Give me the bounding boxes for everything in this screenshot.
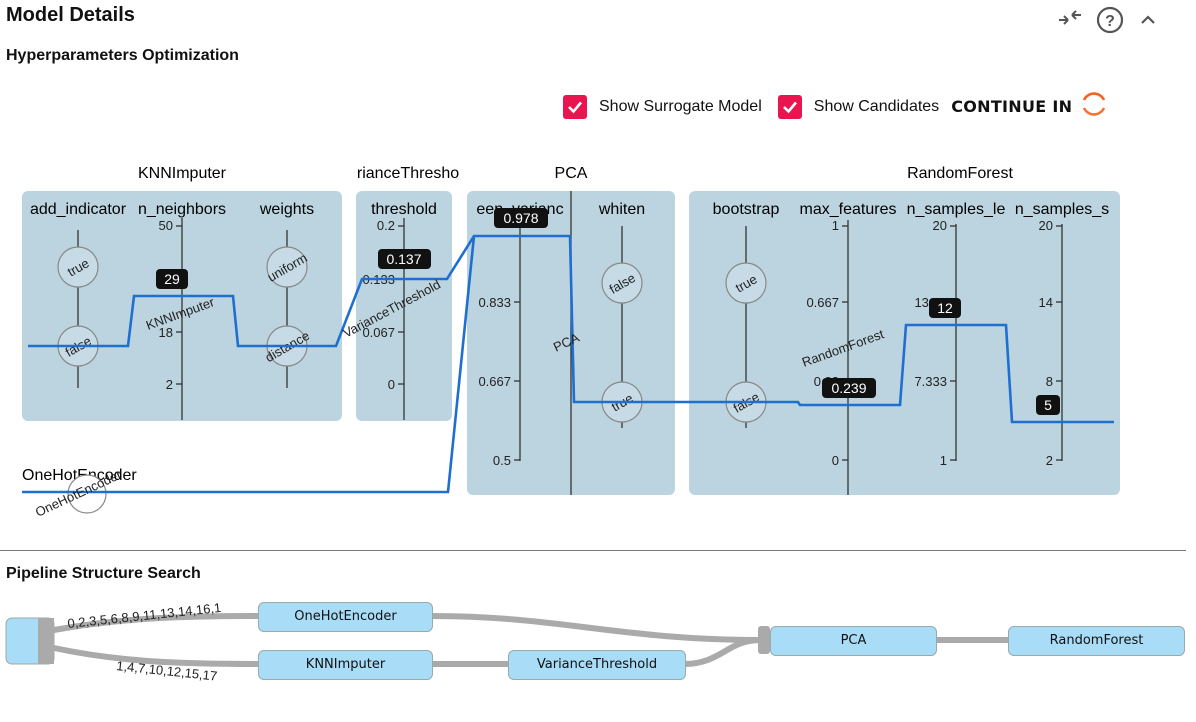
candidates-checkbox[interactable] — [777, 94, 802, 119]
spinner-icon — [1080, 90, 1108, 123]
tick-label: 2 — [166, 377, 173, 392]
axis-title-bootstrap: bootstrap — [713, 201, 780, 218]
section-divider — [0, 550, 1186, 551]
candidate-line[interactable] — [28, 234, 1114, 424]
pipeline-node-onehotencoder[interactable]: OneHotEncoder — [258, 602, 433, 632]
hpo-parallel-plot: KNNImputer rianceThresho PCA RandomFores… — [22, 165, 1120, 520]
svg-text:?: ? — [1105, 13, 1115, 30]
value-badge-max-features: 0.239 — [822, 378, 876, 398]
pipeline-graph: 0,2,3,5,6,8,9,11,13,14,16,1 1,4,7,10,12,… — [5, 600, 1011, 684]
tick-label: 0 — [388, 377, 395, 392]
pipeline-node-knnimputer[interactable]: KNNImputer — [258, 650, 433, 680]
axis-title-n-neighbors: n_neighbors — [138, 201, 226, 218]
tick-label: 20 — [933, 218, 947, 233]
section-title-hpo: Hyperparameters Optimization — [6, 47, 239, 64]
tick-label: 50 — [159, 218, 173, 233]
section-title-pipeline: Pipeline Structure Search — [6, 565, 201, 582]
help-icon[interactable]: ? — [1096, 6, 1124, 39]
value-badge-n-neighbors: 29 — [156, 269, 188, 289]
axis-title-threshold: threshold — [371, 201, 437, 218]
group-title-pca: PCA — [555, 165, 588, 182]
surrogate-label: Show Surrogate Model — [599, 97, 762, 115]
onehot-candidate-line[interactable] — [22, 235, 476, 494]
tick-label: 0.667 — [478, 374, 511, 389]
category-circle-false[interactable] — [601, 262, 643, 304]
value-badge-min-samples-leaf: 12 — [929, 298, 961, 318]
svg-text:0.239: 0.239 — [831, 380, 866, 396]
edge-onehot-pca[interactable] — [429, 613, 763, 643]
tick-label: 0.067 — [362, 325, 395, 340]
value-badge-explained-variance: 0.978 — [494, 208, 548, 228]
svg-text:5: 5 — [1044, 397, 1052, 413]
collapse-arrows-icon[interactable] — [1058, 9, 1082, 36]
axis-title-min-samples-split: n_samples_s — [1015, 201, 1109, 218]
pipeline-node-randomforest[interactable]: RandomForest — [1008, 626, 1185, 656]
candidates-label: Show Candidates — [813, 97, 940, 115]
edge-source-onehot[interactable] — [51, 613, 261, 633]
pipeline-node-variancethreshold[interactable]: VarianceThreshold — [508, 650, 686, 680]
value-badge-threshold: 0.137 — [378, 249, 431, 269]
category-circle-true[interactable] — [725, 262, 767, 304]
svg-text:12: 12 — [937, 300, 953, 316]
group-title-randomforest: RandomForest — [907, 165, 1013, 182]
edge-variance-pca[interactable] — [682, 637, 763, 667]
page-title: Model Details — [6, 4, 135, 26]
tick-label: 7.333 — [914, 374, 947, 389]
axis-title-whiten: whiten — [598, 201, 645, 218]
tick-label: 0 — [832, 453, 839, 468]
tick-label: 20 — [1039, 218, 1053, 233]
pca-node-port — [758, 626, 770, 654]
continue-label[interactable]: CONTINUE IN — [951, 97, 1073, 116]
svg-text:0.978: 0.978 — [503, 210, 538, 226]
header-actions: ? — [1058, 6, 1158, 39]
svg-text:0.137: 0.137 — [386, 251, 421, 267]
group-title-onehotencoder: OneHotEncoder — [22, 467, 137, 484]
controls-row: Show Surrogate Model Show Candidates CON… — [563, 90, 1108, 123]
group-title-knnimputer: KNNImputer — [138, 165, 227, 182]
pipeline-node-pca[interactable]: PCA — [770, 626, 937, 656]
chevron-up-icon[interactable] — [1138, 10, 1158, 35]
svg-text:29: 29 — [164, 271, 180, 287]
value-badge-min-samples-split: 5 — [1036, 395, 1060, 415]
edge-label-top: 0,2,3,5,6,8,9,11,13,14,16,1 — [67, 600, 222, 631]
category-circle-uniform[interactable] — [266, 246, 308, 288]
source-node-port — [38, 618, 54, 664]
tick-label: 0.5 — [493, 453, 511, 468]
edge-source-knn[interactable] — [51, 645, 261, 667]
group-title-variancethreshold: rianceThresho — [357, 165, 459, 182]
tick-label: 1 — [940, 453, 947, 468]
tick-label: 14 — [1039, 295, 1053, 310]
surrogate-checkbox[interactable] — [563, 94, 587, 119]
axis-title-add-indicator: add_indicator — [30, 201, 127, 218]
tick-label: 2 — [1046, 453, 1053, 468]
tick-label: 18 — [159, 325, 173, 340]
tick-label: 0.667 — [806, 295, 839, 310]
tick-label: 0.2 — [377, 218, 395, 233]
tick-label: 1 — [832, 218, 839, 233]
tick-label: 0.833 — [478, 295, 511, 310]
axis-title-max-features: max_features — [800, 201, 897, 218]
tick-label: 8 — [1046, 374, 1053, 389]
axis-title-min-samples-leaf: n_samples_le — [907, 201, 1006, 218]
onehot-node-circle[interactable] — [67, 474, 107, 514]
axis-title-weights: weights — [259, 201, 314, 218]
category-circle-true[interactable] — [57, 246, 99, 288]
